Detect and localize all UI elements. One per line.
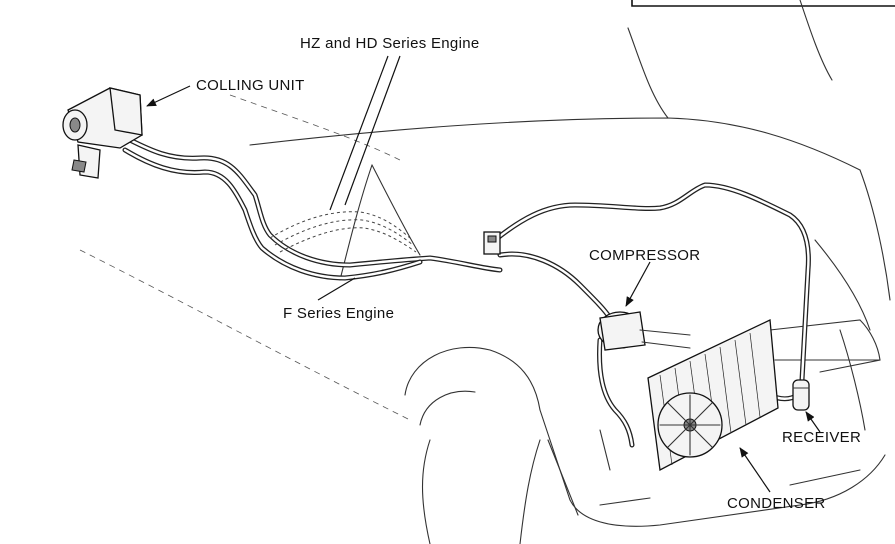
compressor <box>597 311 691 351</box>
receiver <box>792 379 810 411</box>
label-f-series-engine: F Series Engine <box>283 305 395 322</box>
page-frame-corner <box>631 0 895 7</box>
label-condenser: CONDENSER <box>727 495 826 512</box>
label-compressor: COMPRESSOR <box>589 247 701 264</box>
cooling-unit <box>62 87 143 179</box>
leader-lines <box>146 55 821 493</box>
vehicle-body-outline <box>79 0 891 544</box>
refrigerant-piping <box>122 137 811 448</box>
firewall-fitting <box>483 231 501 255</box>
condenser <box>647 319 779 472</box>
label-receiver: RECEIVER <box>782 429 862 446</box>
label-hz-hd-series-engine: HZ and HD Series Engine <box>300 35 480 52</box>
label-cooling-unit: COLLING UNIT <box>196 77 305 94</box>
